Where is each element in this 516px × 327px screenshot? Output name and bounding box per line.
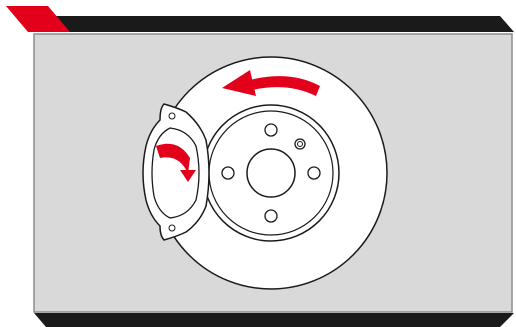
pad-motion-arrow-icon: [156, 143, 196, 182]
stud-hole-bottom: [264, 209, 278, 223]
disc-center-bore: [246, 148, 296, 198]
stud-hole-top: [264, 123, 278, 137]
frame-bottom-bar: [34, 313, 514, 327]
frame-top-bar: [34, 16, 514, 32]
stud-hole-left: [221, 166, 235, 180]
stud-hole-right: [307, 166, 321, 180]
locating-screw-hole: [294, 138, 306, 150]
locating-screw-hole-inner: [297, 141, 303, 147]
pad-fixing-hole-bottom: [168, 224, 176, 232]
red-corner-accent: [6, 6, 70, 32]
pad-fixing-hole-top: [168, 112, 176, 120]
counterclockwise-arrow-icon: [222, 70, 320, 96]
brake-disc: [154, 56, 388, 290]
